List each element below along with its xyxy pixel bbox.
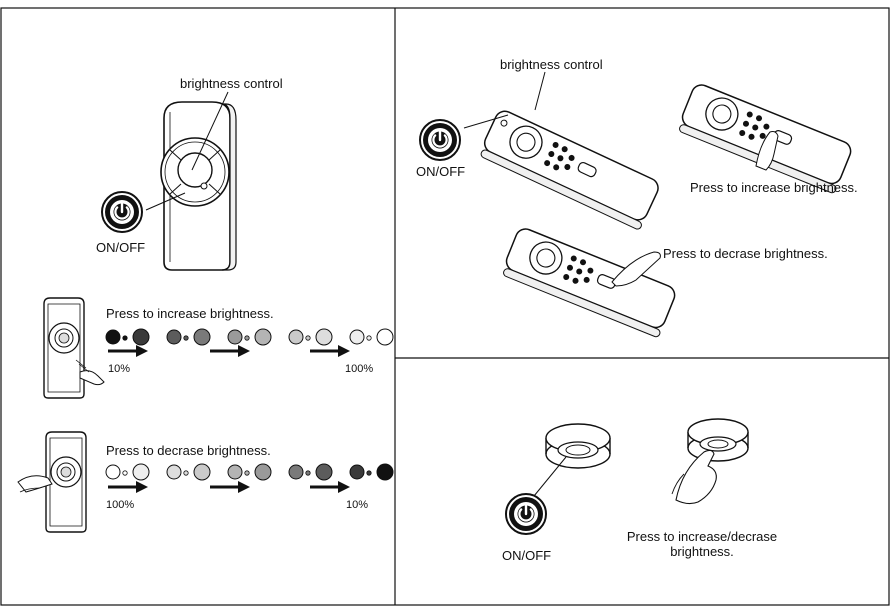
increase-label-b: Press to increase brightness. xyxy=(690,180,858,195)
brightness-level-dot xyxy=(254,328,272,346)
arrow-icon xyxy=(308,479,352,495)
brightness-level-dot xyxy=(227,329,243,345)
onoff-label-b: ON/OFF xyxy=(416,164,465,179)
brightness-level-tail xyxy=(366,470,372,476)
decrease-start-label: 100% xyxy=(106,499,134,511)
decrease-label-b: Press to decrase brightness. xyxy=(663,246,828,261)
decrease-brightness-scale xyxy=(105,463,394,481)
brightness-level-dot xyxy=(166,464,182,480)
brightness-level-dot xyxy=(376,328,394,346)
brightness-control-label: brightness control xyxy=(180,76,283,91)
brightness-level-tail xyxy=(122,335,128,341)
panel-a-handheld-remote xyxy=(145,91,237,271)
panel-c-wall-dimmer xyxy=(533,418,749,505)
brightness-level-dot xyxy=(349,329,365,345)
brightness-level-dot xyxy=(315,328,333,346)
arrow-icon xyxy=(106,479,150,495)
arrow-icon xyxy=(308,343,352,359)
brightness-level-tail xyxy=(244,335,250,341)
brightness-control-label-b: brightness control xyxy=(500,57,603,72)
brightness-level-dot xyxy=(349,464,365,480)
brightness-level-dot xyxy=(132,328,150,346)
brightness-level-dot xyxy=(254,463,272,481)
press-label-line2: brightness. xyxy=(670,544,734,559)
increase-mini-remote xyxy=(43,297,105,399)
brightness-level-tail xyxy=(244,470,250,476)
brightness-level-tail xyxy=(183,470,189,476)
brightness-level-dot xyxy=(105,464,121,480)
increase-end-label: 100% xyxy=(345,363,373,375)
brightness-level-dot xyxy=(132,463,150,481)
arrow-icon xyxy=(208,343,252,359)
panel-b-long-remote xyxy=(463,71,852,338)
press-label-line1: Press to increase/decrase xyxy=(627,529,777,544)
brightness-level-dot xyxy=(288,464,304,480)
power-icon xyxy=(504,492,548,536)
onoff-label: ON/OFF xyxy=(96,240,145,255)
decrease-end-label: 10% xyxy=(346,499,368,511)
onoff-label-c: ON/OFF xyxy=(502,548,551,563)
decrease-mini-remote xyxy=(17,431,87,533)
increase-brightness-scale xyxy=(105,328,394,346)
brightness-level-dot xyxy=(105,329,121,345)
increase-label: Press to increase brightness. xyxy=(106,306,274,321)
increase-start-label: 10% xyxy=(108,363,130,375)
brightness-level-tail xyxy=(183,335,189,341)
brightness-level-dot xyxy=(193,328,211,346)
power-icon xyxy=(418,118,462,162)
brightness-level-dot xyxy=(315,463,333,481)
brightness-level-tail xyxy=(366,335,372,341)
brightness-level-dot xyxy=(227,464,243,480)
power-icon xyxy=(100,190,144,234)
brightness-level-tail xyxy=(305,335,311,341)
decrease-label: Press to decrase brightness. xyxy=(106,443,271,458)
brightness-level-dot xyxy=(166,329,182,345)
brightness-level-tail xyxy=(305,470,311,476)
arrow-icon xyxy=(106,343,150,359)
arrow-icon xyxy=(208,479,252,495)
brightness-level-dot xyxy=(193,463,211,481)
brightness-level-dot xyxy=(288,329,304,345)
outer-frame xyxy=(0,7,890,606)
brightness-level-tail xyxy=(122,470,128,476)
brightness-level-dot xyxy=(376,463,394,481)
